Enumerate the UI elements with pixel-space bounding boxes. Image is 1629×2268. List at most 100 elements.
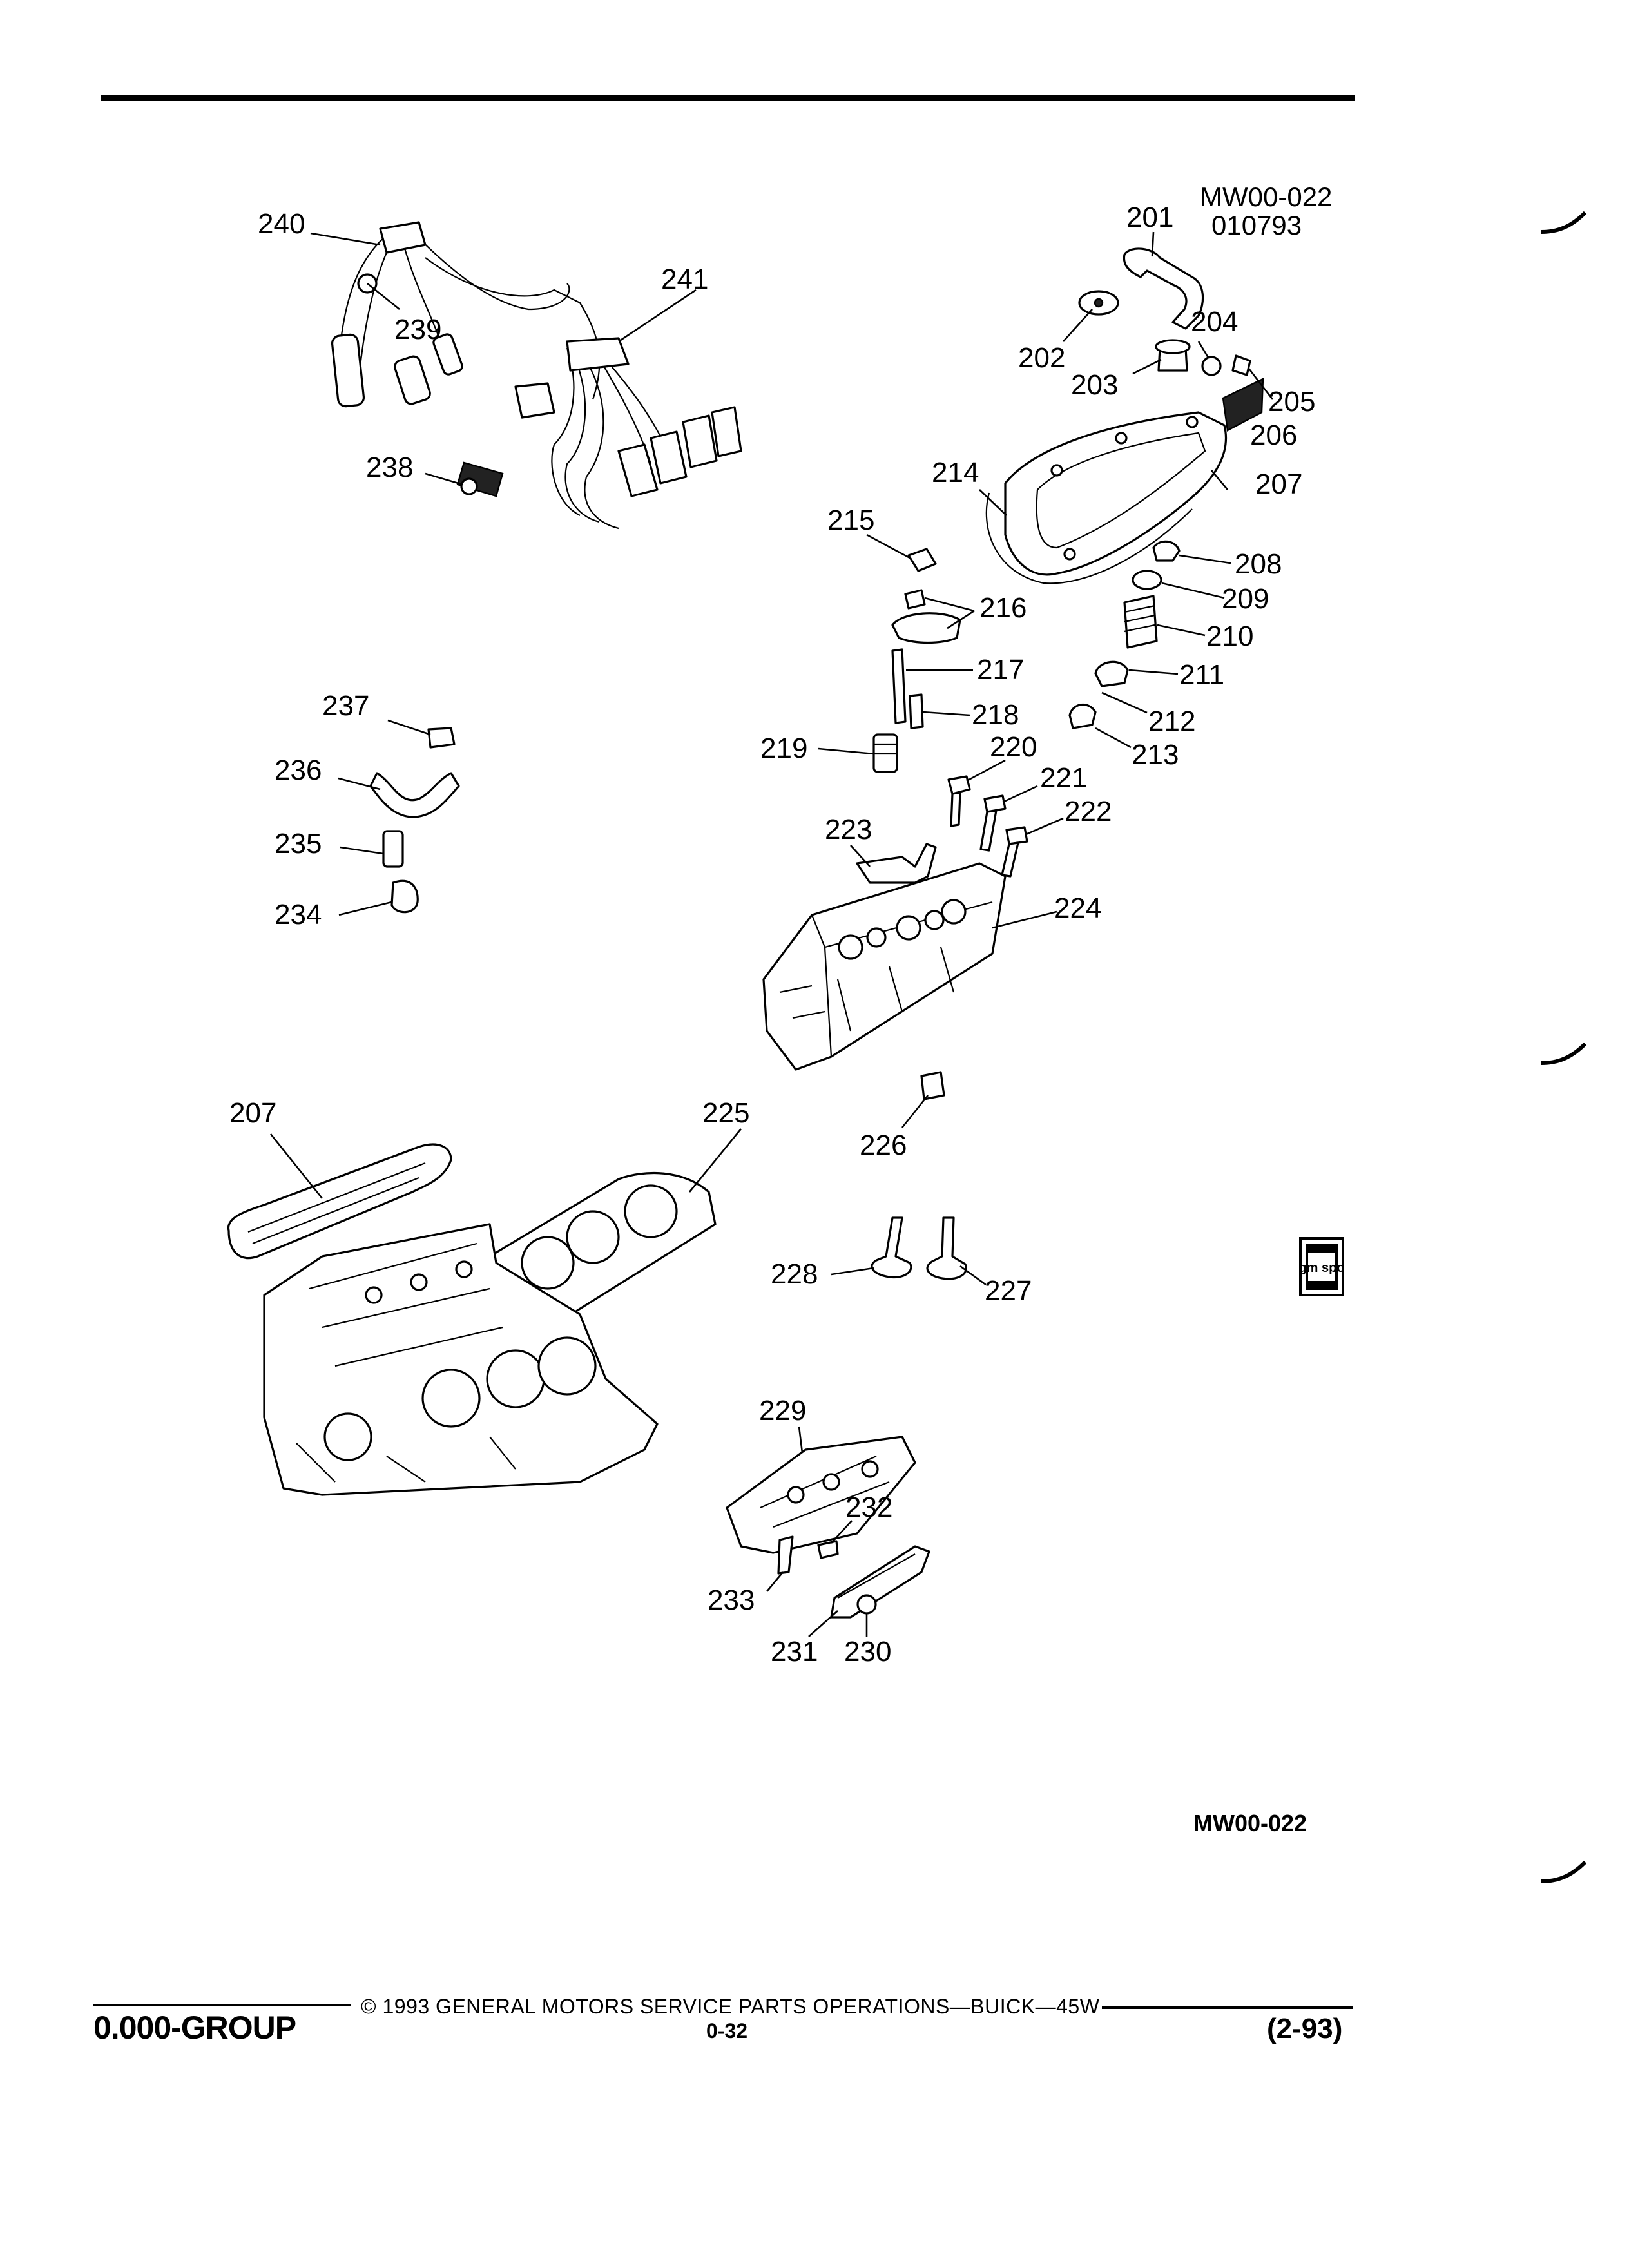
callout-222: 222 xyxy=(1065,796,1112,827)
leader-216-b xyxy=(947,610,975,629)
callout-209: 209 xyxy=(1222,583,1269,615)
leader-226 xyxy=(901,1095,929,1128)
leader-211 xyxy=(1128,669,1179,675)
callout-228: 228 xyxy=(771,1258,818,1290)
rocker-arm-group xyxy=(872,548,961,773)
footer-rule-left xyxy=(93,2004,351,2006)
leader-236 xyxy=(338,777,381,791)
leader-239 xyxy=(367,282,400,311)
callout-202: 202 xyxy=(1018,342,1065,374)
leader-228 xyxy=(831,1267,874,1276)
callout-231: 231 xyxy=(771,1636,818,1667)
footer-group: 0.000-GROUP xyxy=(93,2010,296,2046)
leader-241 xyxy=(618,289,697,343)
leader-231 xyxy=(808,1610,838,1637)
leader-201 xyxy=(1151,231,1155,257)
callout-240: 240 xyxy=(258,208,305,240)
footer-page-number: 0-32 xyxy=(706,2019,748,2042)
callout-227: 227 xyxy=(985,1275,1032,1307)
callout-229: 229 xyxy=(759,1395,806,1427)
callout-213: 213 xyxy=(1132,739,1179,771)
callout-238: 238 xyxy=(366,452,413,483)
leader-232 xyxy=(831,1520,853,1544)
leader-208 xyxy=(1179,554,1231,564)
footer-rule-right xyxy=(1102,2006,1353,2009)
leader-222 xyxy=(1025,817,1064,836)
callout-220: 220 xyxy=(990,731,1037,763)
callout-207b: 207 xyxy=(229,1097,276,1129)
callout-201: 201 xyxy=(1126,202,1173,233)
intake-lower-group xyxy=(726,1436,930,1619)
logo-text: gm spo xyxy=(1298,1261,1344,1275)
leader-224 xyxy=(992,910,1057,929)
callout-206: 206 xyxy=(1250,419,1297,451)
callout-230: 230 xyxy=(844,1636,891,1667)
callout-224: 224 xyxy=(1054,892,1101,924)
callout-205: 205 xyxy=(1268,386,1315,418)
leader-203 xyxy=(1132,358,1162,375)
leader-213 xyxy=(1095,727,1132,749)
reference-code: MW00-022 xyxy=(1200,182,1332,212)
top-rule xyxy=(101,95,1355,101)
callout-219: 219 xyxy=(760,733,807,764)
callout-211: 211 xyxy=(1179,659,1224,691)
callout-221: 221 xyxy=(1040,762,1087,794)
callout-216: 216 xyxy=(979,592,1027,624)
callout-210: 210 xyxy=(1206,620,1253,652)
leader-216-a xyxy=(924,597,975,612)
leader-209 xyxy=(1161,582,1225,599)
callout-204: 204 xyxy=(1191,306,1238,338)
leader-237 xyxy=(387,719,431,736)
leader-229 xyxy=(798,1426,804,1454)
cylinder-head-group xyxy=(762,775,1028,1100)
callout-203: 203 xyxy=(1071,369,1118,401)
engine-block-group xyxy=(227,1143,717,1496)
leader-233 xyxy=(766,1571,784,1592)
leader-204 xyxy=(1197,341,1210,358)
reference-date: 010793 xyxy=(1211,210,1302,240)
callout-233: 233 xyxy=(708,1584,755,1616)
callout-225: 225 xyxy=(702,1097,749,1129)
leader-202 xyxy=(1063,309,1093,342)
leader-227 xyxy=(959,1265,987,1286)
pcv-hose-group xyxy=(369,727,460,914)
leader-207 xyxy=(1211,470,1228,490)
leader-223 xyxy=(850,845,871,867)
callout-234: 234 xyxy=(275,899,322,930)
leader-212 xyxy=(1101,691,1148,714)
gm-spo-logo: gm spo xyxy=(1298,1237,1345,1296)
valves-group xyxy=(871,1216,967,1280)
callout-226: 226 xyxy=(860,1129,907,1161)
footer-copyright: © 1993 GENERAL MOTORS SERVICE PARTS OPER… xyxy=(361,1995,1100,2018)
leader-218 xyxy=(922,711,970,716)
callout-236: 236 xyxy=(275,754,322,786)
leader-205 xyxy=(1248,368,1274,400)
callout-239: 239 xyxy=(394,314,441,345)
callout-241: 241 xyxy=(661,264,708,295)
leader-215 xyxy=(866,533,911,559)
callout-212: 212 xyxy=(1148,706,1195,737)
leader-240 xyxy=(310,232,381,246)
callout-235: 235 xyxy=(275,828,322,860)
bottom-reference-code: MW00-022 xyxy=(1193,1810,1307,1836)
callout-223: 223 xyxy=(825,814,872,845)
leader-225 xyxy=(688,1128,742,1193)
leader-238 xyxy=(425,472,463,486)
footer-revision: (2-93) xyxy=(1267,2013,1343,2044)
callout-217: 217 xyxy=(977,654,1024,686)
callout-207: 207 xyxy=(1255,468,1302,500)
callout-218: 218 xyxy=(972,699,1019,731)
leader-235 xyxy=(340,846,384,855)
leader-207b xyxy=(269,1133,323,1199)
callout-237: 237 xyxy=(322,690,369,722)
leader-219 xyxy=(818,747,874,755)
leader-220 xyxy=(966,759,1006,782)
leader-214 xyxy=(979,489,1007,516)
callout-215: 215 xyxy=(827,505,874,536)
callout-232: 232 xyxy=(845,1492,892,1523)
leader-234 xyxy=(338,901,392,916)
leader-221 xyxy=(1002,785,1038,803)
leader-210 xyxy=(1157,624,1206,637)
